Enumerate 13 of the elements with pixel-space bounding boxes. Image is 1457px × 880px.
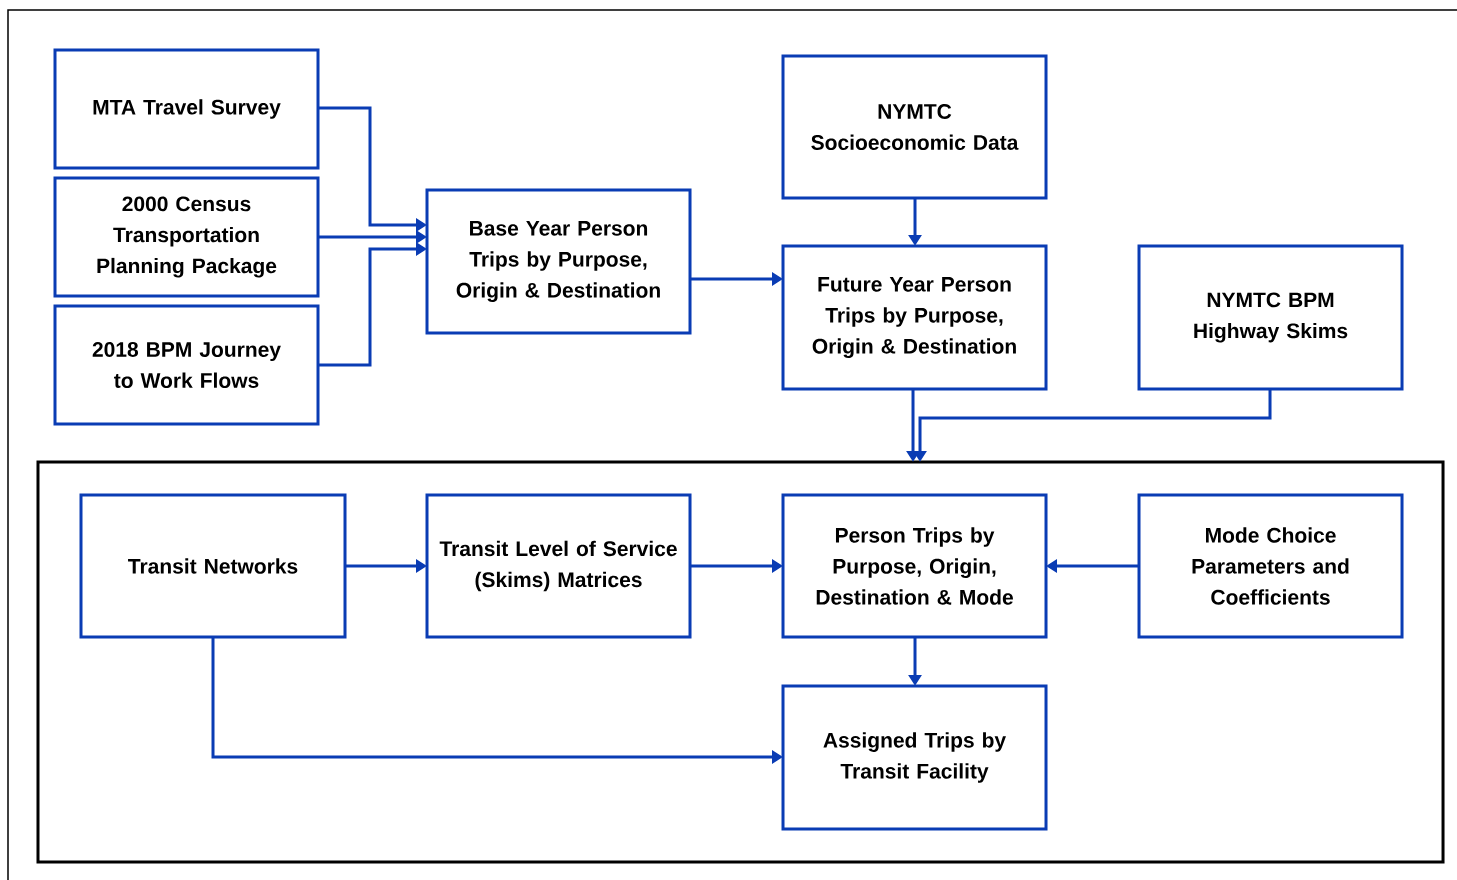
process-box: MTA Travel Survey <box>53 48 320 170</box>
process-box: NYMTC BPM Highway Skims <box>1137 244 1404 391</box>
process-box: 2018 BPM Journey to Work Flows <box>53 304 320 426</box>
process-box: NYMTC Socioeconomic Data <box>781 54 1048 200</box>
process-box: Transit Networks <box>79 493 347 639</box>
process-box: Transit Level of Service (Skims) Matrices <box>425 493 692 639</box>
process-box: Person Trips by Purpose, Origin, Destination & Mode <box>781 493 1048 639</box>
process-box: Assigned Trips by Transit Facility <box>781 684 1048 831</box>
group-frame <box>36 460 1445 864</box>
process-box: Future Year Person Trips by Purpose, Origin & Destination <box>781 244 1048 391</box>
process-box: 2000 Census Transportation Planning Package <box>53 176 320 298</box>
process-box: Mode Choice Parameters and Coefficients <box>1137 493 1404 639</box>
process-box: Base Year Person Trips by Purpose, Origin & Destination <box>425 188 692 335</box>
